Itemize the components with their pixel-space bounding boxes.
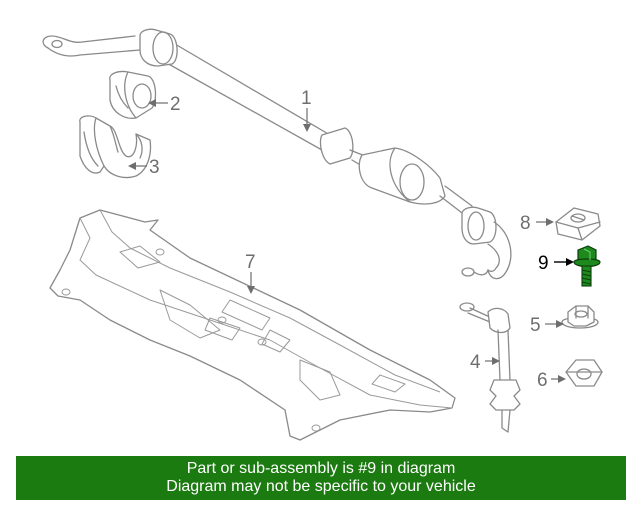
leader-5: [545, 320, 564, 328]
callout-2[interactable]: 2: [170, 94, 181, 115]
clip-nut-part-8[interactable]: [555, 207, 601, 241]
part-info-banner: Part or sub-assembly is #9 in diagram Di…: [16, 456, 626, 500]
leader-6: [551, 375, 566, 383]
leader-9: [554, 258, 574, 266]
callout-8[interactable]: 8: [520, 213, 531, 234]
callout-7[interactable]: 7: [245, 252, 256, 273]
banner-line-disclaimer: Diagram may not be specific to your vehi…: [166, 478, 476, 495]
callout-6[interactable]: 6: [537, 370, 548, 391]
leader-4: [485, 357, 500, 365]
callout-4[interactable]: 4: [470, 352, 481, 373]
bolt-part-9[interactable]: [573, 245, 601, 287]
bushing-part-2[interactable]: [109, 70, 157, 119]
banner-line-part: Part or sub-assembly is #9 in diagram: [186, 460, 456, 477]
bracket-part-3[interactable]: [79, 115, 152, 179]
flange-nut-part-5[interactable]: [561, 305, 599, 329]
nut-part-6[interactable]: [565, 359, 603, 387]
crossmember-part-7[interactable]: [49, 209, 456, 441]
leader-7: [247, 272, 255, 294]
leader-8: [536, 218, 554, 226]
callout-9[interactable]: 9: [538, 253, 549, 274]
stabilizer-link-part-4[interactable]: [459, 302, 521, 433]
callout-1[interactable]: 1: [301, 88, 312, 109]
leader-1: [303, 108, 311, 132]
callout-5[interactable]: 5: [530, 315, 541, 336]
leader-2: [148, 99, 168, 107]
leader-3: [128, 162, 147, 170]
stabilizer-bar[interactable]: [42, 28, 512, 280]
callout-3[interactable]: 3: [149, 157, 160, 178]
